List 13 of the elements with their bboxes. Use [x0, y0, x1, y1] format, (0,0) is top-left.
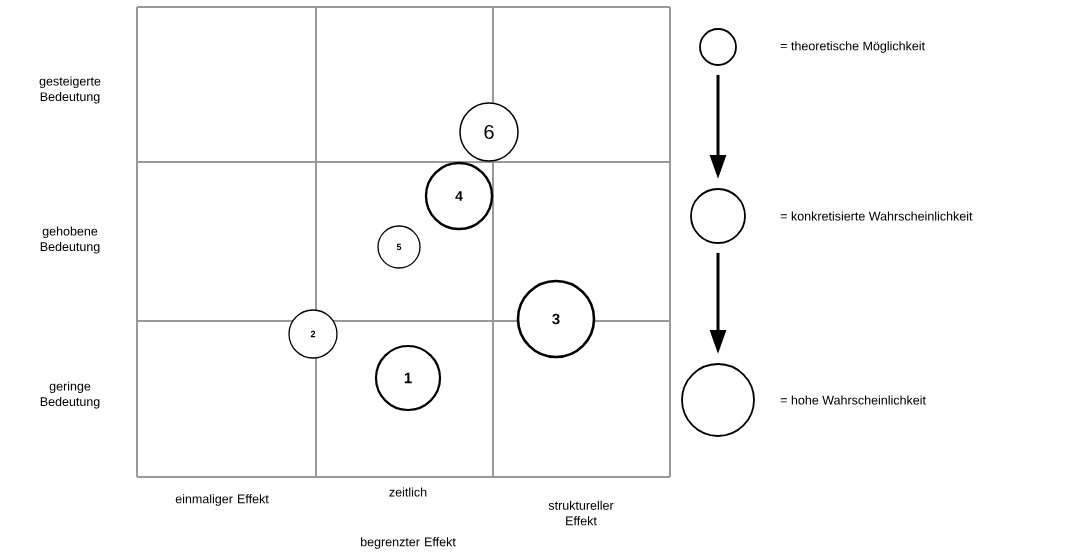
- axis-label: struktureller Effekt: [548, 500, 614, 526]
- axis-label: begrenzter Effekt: [361, 537, 456, 549]
- axis-label: gehobene Bedeutung: [40, 226, 100, 254]
- legend-description: = theoretische Möglichkeit: [780, 41, 925, 53]
- axis-label: zeitlich: [389, 487, 427, 497]
- axis-label: geringe Bedeutung: [40, 381, 100, 409]
- axis-label: gesteigerte Bedeutung: [39, 76, 101, 104]
- axis-label: einmaliger Effekt: [175, 494, 269, 506]
- legend-description: = konkretisierte Wahrscheinlichkeit: [780, 211, 973, 221]
- legend-circle: [690, 188, 746, 244]
- legend-description: = hohe Wahrscheinlichkeit: [780, 395, 926, 405]
- legend-circle: [681, 363, 755, 437]
- legend-circle: [699, 28, 737, 66]
